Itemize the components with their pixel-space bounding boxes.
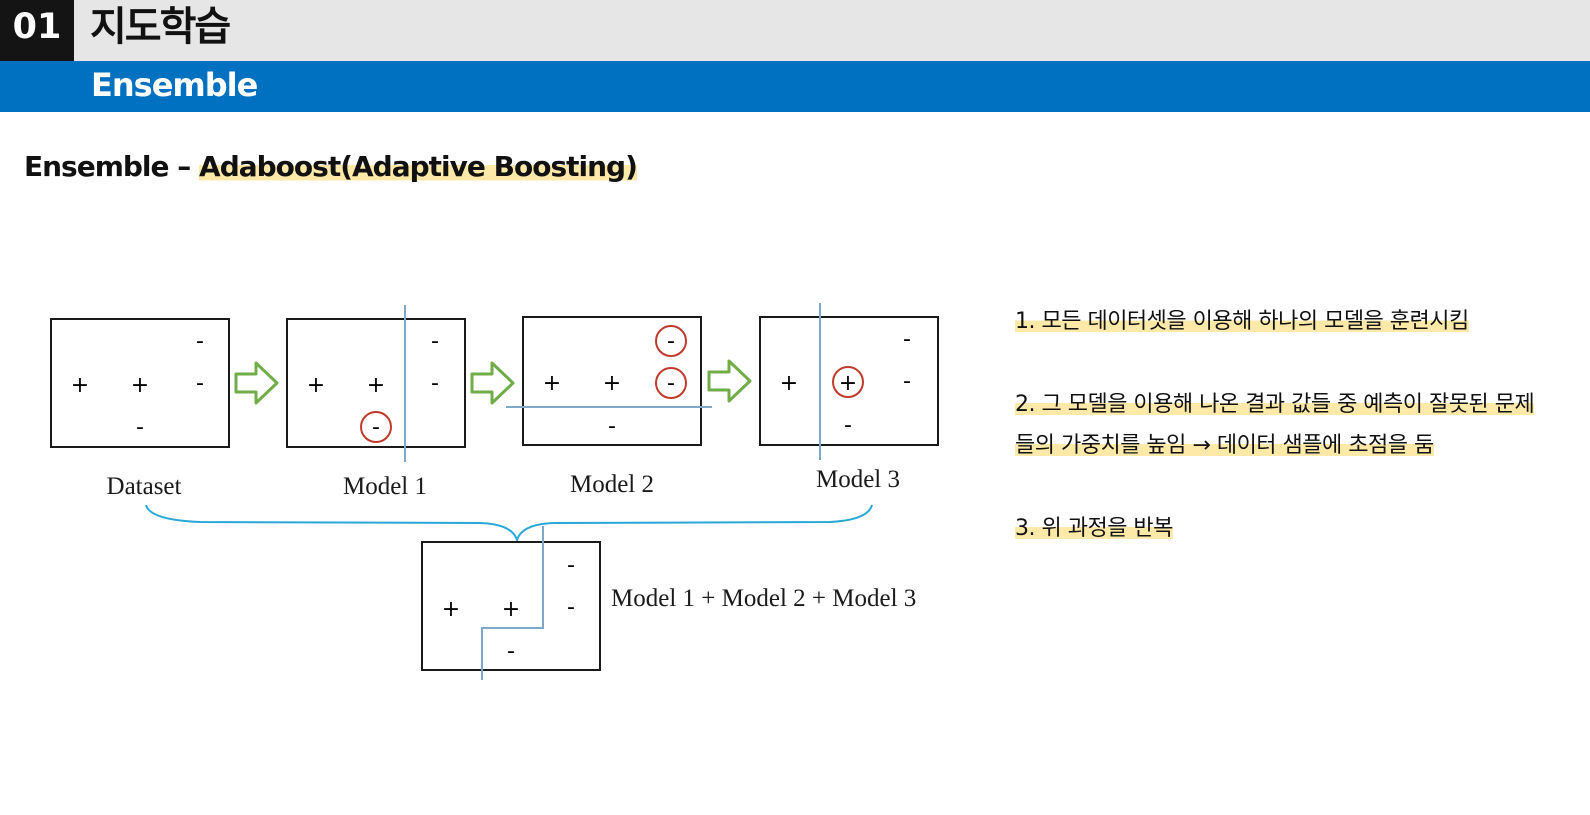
arrow-icon (707, 359, 752, 403)
note-step-1: 1. 모든 데이터셋을 이용해 하나의 모델을 훈련시킴 (1015, 309, 1469, 334)
adaboost-diagram: - + + - - Dataset - + + - - Model 1 - + … (50, 303, 939, 680)
plus-mark: + (307, 373, 325, 398)
plus-mark: + (780, 371, 798, 396)
combined-label: Model 1 + Model 2 + Model 3 (611, 585, 916, 612)
heading-prefix: Ensemble – (24, 150, 200, 183)
panel-combined: - + + - - Model 1 + Model 2 + Model 3 (421, 526, 916, 680)
minus-mark: - (507, 639, 515, 664)
misclassified-minus: - (667, 329, 675, 354)
panel-model-3: - + + - - Model 3 (759, 303, 939, 493)
plus-mark: + (502, 597, 520, 622)
misclassified-minus: - (372, 415, 380, 440)
minus-mark: - (567, 595, 575, 620)
plus-mark: + (603, 371, 621, 396)
misclassified-plus: + (839, 371, 857, 396)
section-number: 01 (0, 0, 74, 61)
panel-model-2: - + + - - Model 2 (506, 316, 712, 498)
minus-mark: - (431, 371, 439, 396)
minus-mark: - (844, 413, 852, 438)
note-step-3: 3. 위 과정을 반복 (1015, 516, 1173, 541)
panel-label-model-1: Model 1 (343, 473, 427, 500)
minus-mark: - (903, 327, 911, 352)
minus-mark: - (608, 414, 616, 439)
note-step-2-line-1: 2. 그 모델을 이용해 나온 결과 값들 중 예측이 잘못된 문제 (1015, 392, 1535, 417)
note-step-2-line-2: 들의 가중치를 높임 → 데이터 샘플에 초점을 둠 (1015, 433, 1434, 458)
panel-dataset: - + + - - Dataset (50, 318, 230, 500)
header-band (0, 0, 1590, 61)
arrow-icon (234, 361, 279, 405)
arrow-icon (470, 361, 515, 405)
subheader-band (0, 61, 1590, 112)
brace (145, 504, 873, 544)
plus-mark: + (543, 371, 561, 396)
minus-mark: - (196, 329, 204, 354)
minus-mark: - (567, 553, 575, 578)
minus-mark: - (431, 329, 439, 354)
plus-mark: + (71, 373, 89, 398)
minus-mark: - (903, 369, 911, 394)
panel-model-1: - + + - - Model 1 (286, 305, 466, 500)
section-title: 지도학습 (90, 4, 231, 50)
plus-mark: + (367, 373, 385, 398)
heading-highlight: Adaboost(Adaptive Boosting) (199, 150, 638, 183)
minus-mark: - (136, 415, 144, 440)
slide-heading: Ensemble – Adaboost(Adaptive Boosting) (24, 147, 638, 187)
panel-label-dataset: Dataset (107, 473, 182, 500)
panel-label-model-2: Model 2 (570, 471, 654, 498)
plus-mark: + (131, 373, 149, 398)
minus-mark: - (196, 371, 204, 396)
panel-label-model-3: Model 3 (816, 466, 900, 493)
misclassified-minus: - (667, 371, 675, 396)
section-subtitle: Ensemble (91, 66, 258, 104)
plus-mark: + (442, 597, 460, 622)
